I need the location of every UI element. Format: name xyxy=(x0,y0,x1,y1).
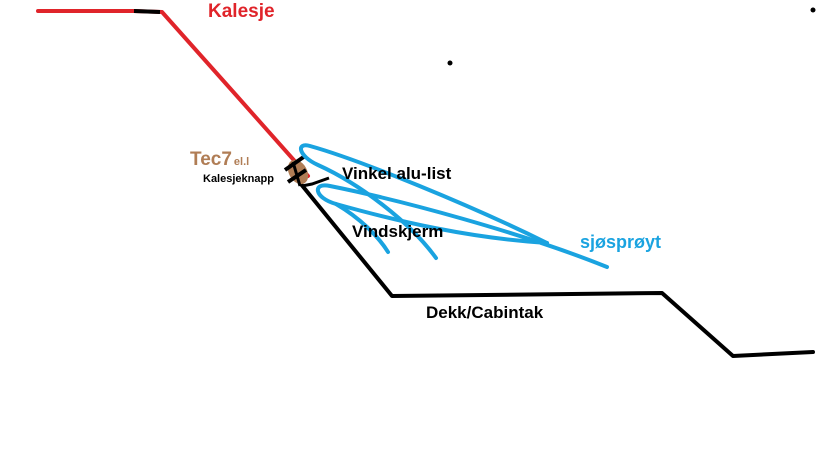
label-tec7-main: Tec7 xyxy=(190,149,232,170)
sjosproyt-spray-1 xyxy=(299,143,549,260)
sjosproyt-spray-2 xyxy=(316,183,609,269)
kalesje-line xyxy=(36,9,310,178)
label-vindskjerm: Vindskjerm xyxy=(352,222,444,241)
kalesje-end-mark xyxy=(133,9,161,14)
label-vinkel-alu-list: Vinkel alu-list xyxy=(342,164,452,183)
label-tec7-suffix: el.l xyxy=(233,156,250,168)
label-dekk-cabintak: Dekk/Cabintak xyxy=(426,303,544,322)
label-sjosproyt: sjøsprøyt xyxy=(580,232,662,252)
vinkel-bracket xyxy=(301,176,330,188)
windscreen-deck-line xyxy=(294,176,815,358)
stray-dot xyxy=(810,7,816,13)
stray-dot xyxy=(447,60,453,66)
kalesjeknapp-mark-1 xyxy=(283,154,307,172)
kalesjeknapp-mark-3 xyxy=(291,161,302,187)
label-kalesjeknapp: Kalesjeknapp xyxy=(203,173,274,185)
label-kalesje: Kalesje xyxy=(208,1,275,22)
sjosproyt-spray-3 xyxy=(334,202,390,254)
